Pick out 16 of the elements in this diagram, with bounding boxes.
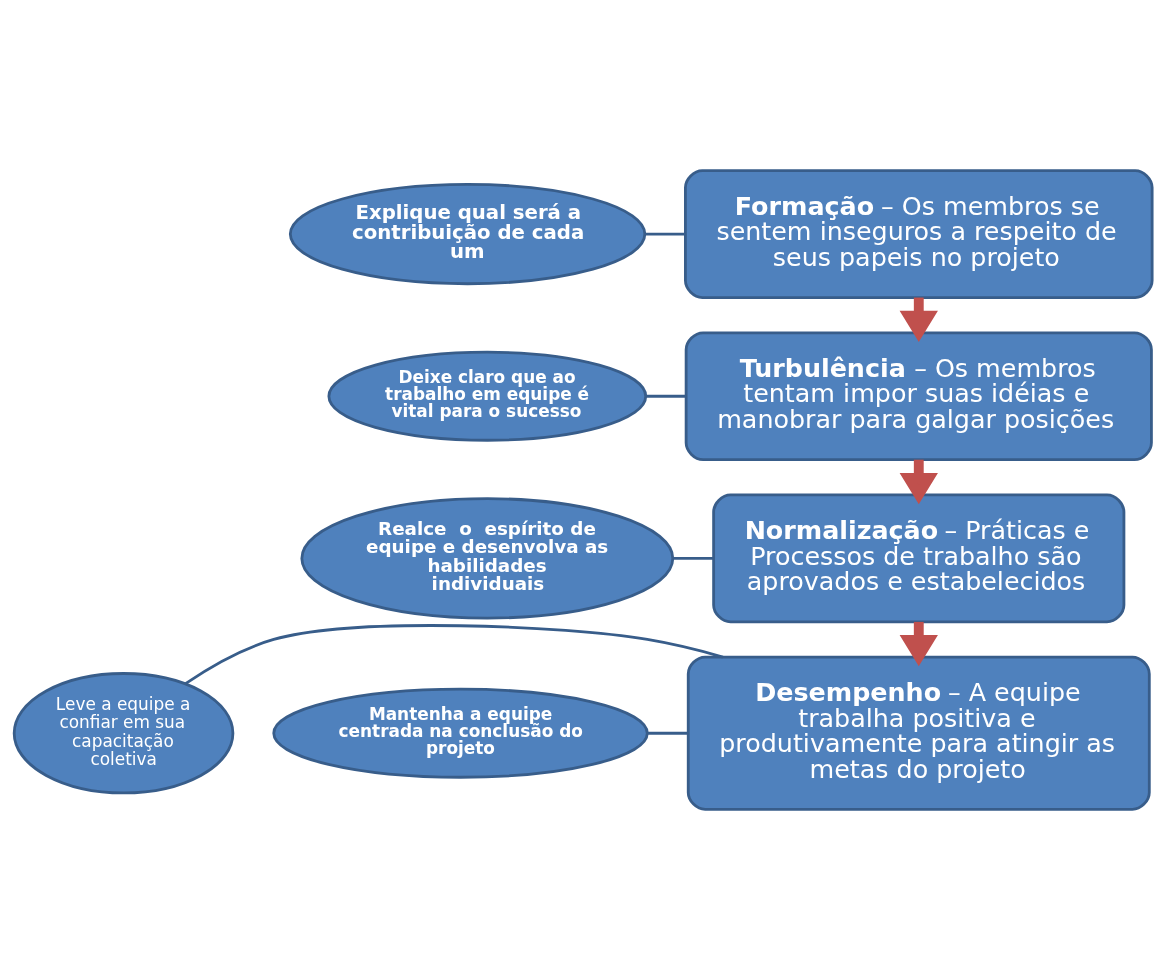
node-ellipse: Realce o espírito de equipe e desenvolva as habilidades individuais	[300, 496, 675, 619]
node-box: Formação – Os membros se sentem inseguros a respeito de seus papeis no projeto	[684, 168, 1154, 299]
connector	[645, 232, 686, 235]
node-box: Normalização – Práticas e Processos de trabalho são aprovados e estabelecidos	[712, 493, 1126, 623]
node-ellipse: Deixe claro que ao trabalho em equipe é vital para o sucesso	[327, 350, 648, 442]
connector	[646, 394, 687, 398]
connector	[647, 731, 688, 735]
arrow	[899, 297, 938, 342]
node-ellipse: Mantenha a equipe centrada na conclusão do projeto	[272, 687, 649, 779]
node-ellipse: Leve a equipe a confiar em sua capacitação coletiva	[12, 671, 235, 794]
node-box: Desempenho – A equipe trabalha positiva e produtivamente para atingir as metas do projeto	[686, 655, 1151, 811]
node-ellipse: Explique qual será a contribuição de cada um	[288, 182, 647, 285]
connector	[184, 623, 724, 685]
connector	[673, 556, 714, 560]
node-box: Turbulência – Os membros tentam impor suas idéias e manobrar para galgar posições	[684, 330, 1153, 461]
arrow	[899, 459, 938, 504]
